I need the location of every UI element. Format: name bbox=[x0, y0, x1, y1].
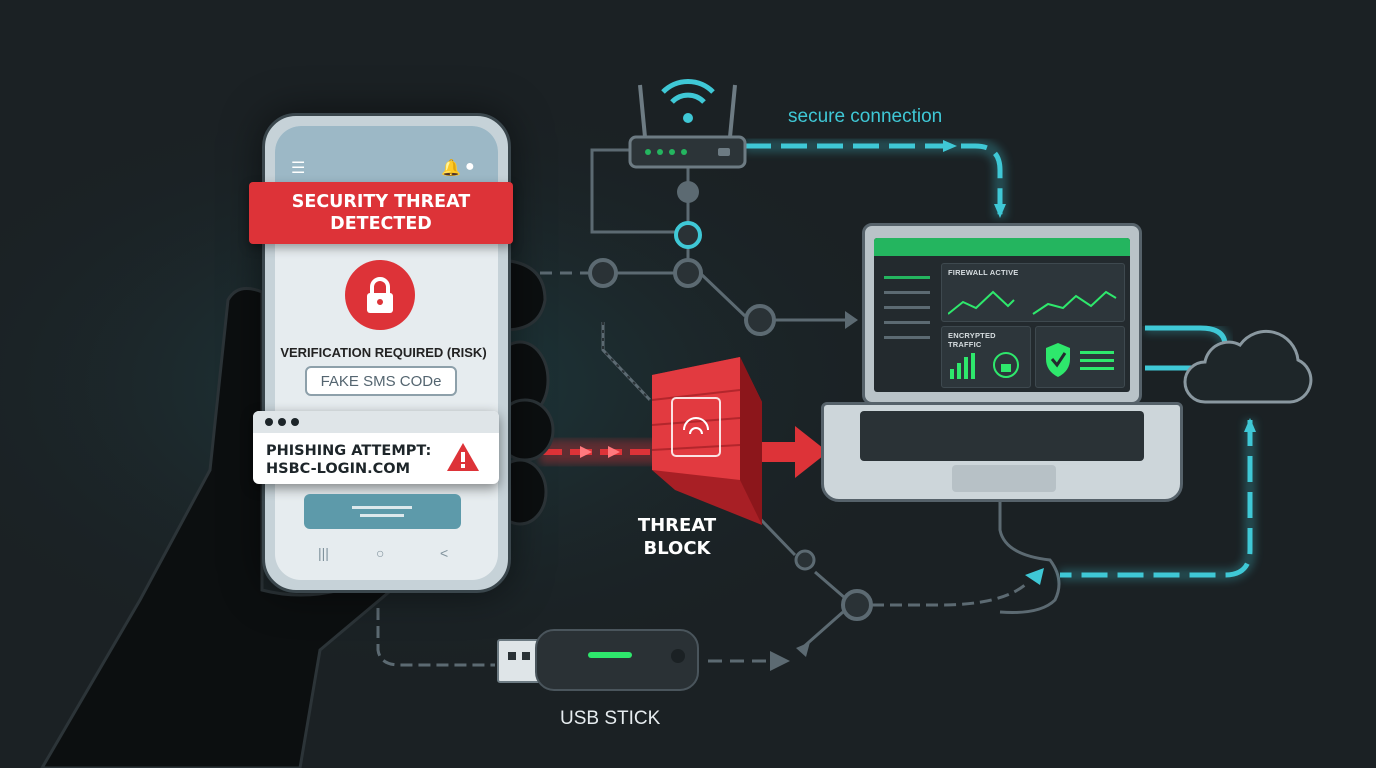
nav-home-icon[interactable]: ○ bbox=[376, 545, 385, 561]
secure-connection-label: secure connection bbox=[788, 106, 943, 127]
cloud-icon bbox=[1183, 329, 1313, 404]
usb-stick-label: USB STICK bbox=[560, 708, 661, 729]
phone-action-button[interactable] bbox=[304, 494, 461, 529]
phishing-title: PHISHING ATTEMPT: bbox=[266, 443, 432, 459]
threat-block-label: THREAT BLOCK bbox=[632, 514, 722, 560]
laptop: FIREWALL ACTIVE ENCRYPTED TRAFFIC bbox=[862, 223, 1142, 405]
nav-recent-icon[interactable]: ||| bbox=[318, 545, 329, 561]
phishing-domain: HSBC-LOGIN.COM bbox=[266, 461, 411, 477]
verification-text: VERIFICATION REQUIRED (RISK) bbox=[280, 345, 487, 360]
firewall-panel: FIREWALL ACTIVE bbox=[941, 263, 1125, 322]
sms-code-field[interactable]: FAKE SMS CODe bbox=[305, 366, 457, 396]
network-nodes bbox=[588, 181, 873, 621]
shield-check-icon bbox=[1046, 343, 1114, 377]
firewall-status: FIREWALL ACTIVE bbox=[948, 268, 1019, 277]
threat-label-line1: THREAT bbox=[637, 515, 717, 536]
bell-icon[interactable]: 🔔 bbox=[441, 160, 461, 177]
secure-path bbox=[745, 139, 1256, 581]
warning-icon bbox=[447, 443, 479, 471]
user-icon[interactable]: ● bbox=[465, 158, 475, 175]
usb-stick-icon bbox=[497, 629, 699, 691]
security-threat-banner: SECURITY THREAT DETECTED bbox=[249, 182, 513, 244]
shield-panel bbox=[1035, 326, 1125, 388]
threat-label-line2: BLOCK bbox=[643, 538, 711, 559]
menu-icon[interactable]: ☰ bbox=[291, 160, 306, 177]
phishing-alert-popup: PHISHING ATTEMPT: HSBC-LOGIN.COM bbox=[253, 411, 499, 484]
threat-path bbox=[540, 426, 828, 478]
laptop-keyboard bbox=[821, 402, 1183, 502]
lock-icon bbox=[345, 260, 415, 330]
nav-back-icon[interactable]: < bbox=[440, 545, 449, 561]
router-icon bbox=[628, 79, 747, 169]
trackpad[interactable] bbox=[952, 465, 1056, 492]
traffic-panel: ENCRYPTED TRAFFIC bbox=[941, 326, 1031, 388]
traffic-status: ENCRYPTED TRAFFIC bbox=[948, 331, 996, 349]
laptop-dashboard: FIREWALL ACTIVE ENCRYPTED TRAFFIC bbox=[874, 238, 1130, 392]
firewall-icon bbox=[651, 357, 762, 525]
